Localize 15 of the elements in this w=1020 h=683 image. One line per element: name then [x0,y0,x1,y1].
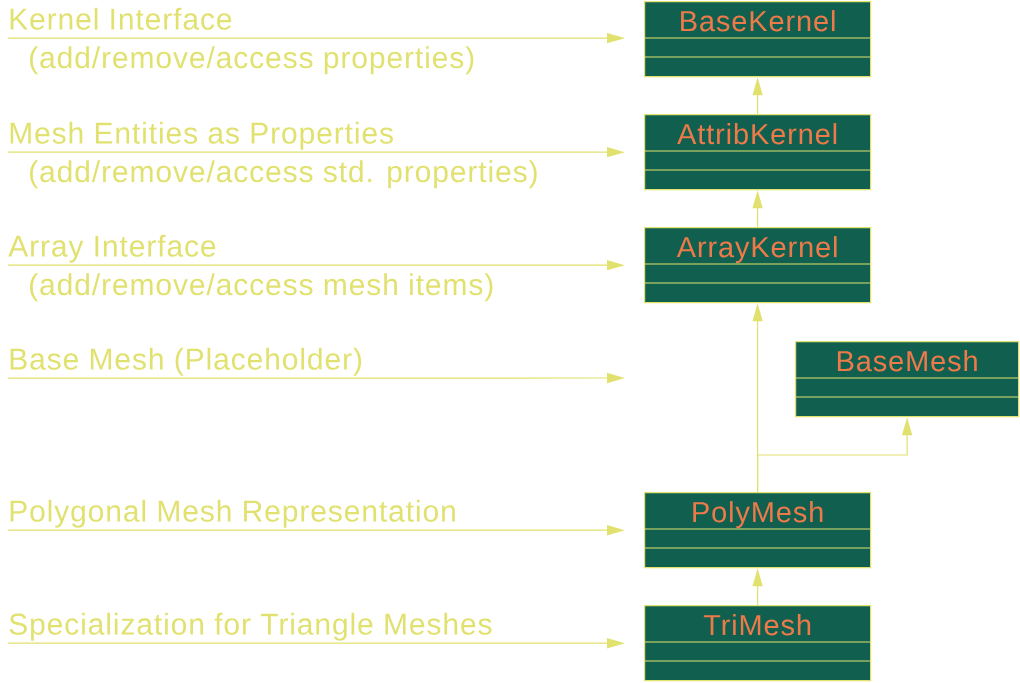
note: (add/remove/access std. properties) [30,160,537,189]
heading: Array Interface [8,234,216,263]
class-box: TriMesh [643,605,872,682]
class-box: BaseMesh [794,341,1020,418]
heading: Kernel Interface [10,7,232,30]
heading: Polygonal Mesh Representation [10,499,455,528]
heading: Base Mesh (Placeholder) [10,347,362,376]
class-box: BaseKernel [643,1,872,78]
heading: Specialization for Triangle Meshes [9,612,492,641]
note: (add/remove/access properties) [30,46,474,75]
class-box: ArrayKernel [643,227,872,304]
class-box: PolyMesh [643,492,872,569]
note: (add/remove/access mesh items) [30,273,493,302]
class-box: AttribKernel [643,114,872,191]
heading: Mesh Entities as Properties [10,121,393,150]
